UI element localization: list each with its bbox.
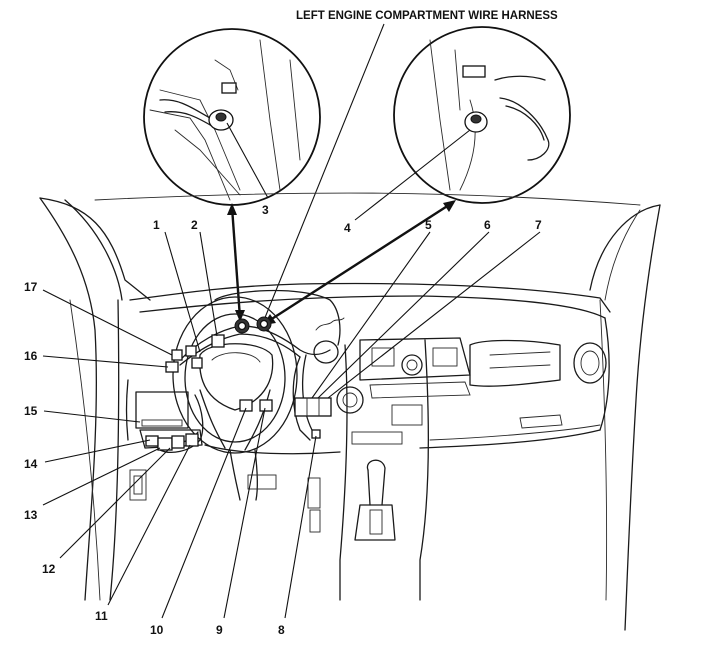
callout-4: 4 xyxy=(344,221,351,235)
callout-numbers: 1 2 5 6 7 8 9 10 11 12 13 14 15 16 17 xyxy=(24,218,542,637)
harness-title: LEFT ENGINE COMPARTMENT WIRE HARNESS xyxy=(296,10,558,22)
callout-1: 1 xyxy=(153,218,160,232)
callout-12: 12 xyxy=(42,562,56,576)
callout-17: 17 xyxy=(24,280,38,294)
callout-6: 6 xyxy=(484,218,491,232)
callout-10: 10 xyxy=(150,623,164,637)
title-leader-line xyxy=(261,23,385,326)
detail-circle-left xyxy=(143,28,321,206)
callout-14: 14 xyxy=(24,457,38,471)
callout-5: 5 xyxy=(425,218,432,232)
detail-arrow-left xyxy=(227,203,245,322)
callout-3: 3 xyxy=(262,203,269,217)
dashboard-line-art xyxy=(39,192,661,631)
callout-13: 13 xyxy=(24,508,38,522)
detail-circle-right xyxy=(393,26,571,204)
callout-8: 8 xyxy=(278,623,285,637)
callout-11: 11 xyxy=(95,609,108,623)
callout-2: 2 xyxy=(191,218,198,232)
callout-9: 9 xyxy=(216,623,223,637)
callout-16: 16 xyxy=(24,349,38,363)
callout-15: 15 xyxy=(24,404,38,418)
callout-leaders xyxy=(42,231,541,619)
callout-7: 7 xyxy=(535,218,542,232)
